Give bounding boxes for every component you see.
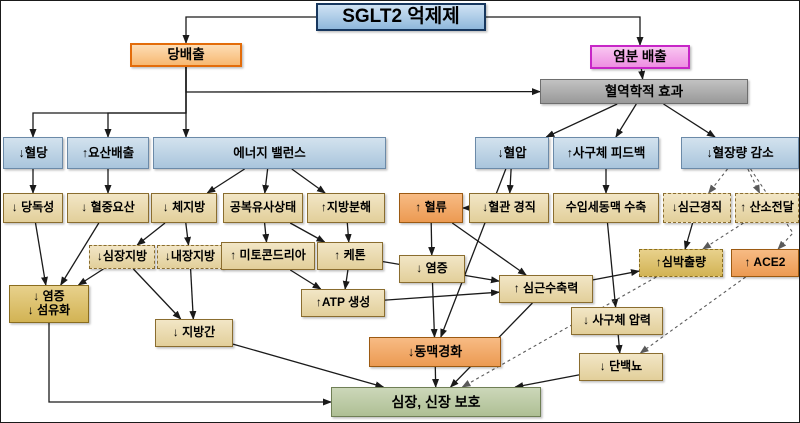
edge-atp-up--contractility-up xyxy=(384,289,500,301)
node-hemodynamic-effect: 혈역학적 효과 xyxy=(540,79,748,104)
edge-fatty-liver-down--heart-kidney-protection xyxy=(232,343,385,389)
edge-sglt2--sodium-excretion xyxy=(486,16,644,46)
edge-inflammation-down--atherosclerosis-down xyxy=(430,282,438,338)
node-myocardial-stiffness-down: ↓심근경직 xyxy=(663,193,731,223)
node-visceral-fat-down: ↓내장지방 xyxy=(157,245,223,269)
node-mitochondria-up: ↑ 미토콘드리아 xyxy=(221,242,315,270)
node-ketone-up: ↑ 케톤 xyxy=(317,242,383,270)
node-atp-up: ↑ATP 생성 xyxy=(301,289,385,317)
edge-body-fat-down--visceral-fat-down xyxy=(184,222,191,246)
node-fasting-like-state: 공복유사상태 xyxy=(223,193,303,223)
edge-blood-flow-up--inflammation-down xyxy=(428,222,436,256)
edge-blood-pressure-down--vascular-stiffness-down xyxy=(506,168,514,194)
edge-glucotoxicity-down--inflammation-fibrosis-down xyxy=(34,222,48,286)
edge-sodium-excretion--hemodynamic-effect xyxy=(638,68,646,80)
edge-energy-balance--fasting-like-state xyxy=(262,168,270,194)
node-afferent-constriction: 수입세동맥 수축 xyxy=(553,193,659,223)
edge-ketone-up--atp-up xyxy=(342,269,350,290)
node-ace2-up: ↑ ACE2 xyxy=(731,249,799,277)
edge-lipolysis-up--ketone-up xyxy=(344,222,352,243)
edge-mitochondria-up--atp-up xyxy=(289,269,322,290)
edge-glucose-excretion--blood-glucose-down xyxy=(29,67,187,138)
node-cardiac-output-up: ↑심박출량 xyxy=(639,249,723,277)
edge-glomerular-pressure-down--proteinuria-down xyxy=(615,334,623,354)
node-blood-glucose-down: ↓혈당 xyxy=(3,137,63,169)
edge-fasting-like-state--mitochondria-up xyxy=(262,222,270,243)
node-proteinuria-down: ↓ 단백뇨 xyxy=(579,353,663,381)
node-oxygen-delivery-up: ↑ 산소전달 xyxy=(735,193,799,223)
node-fatty-liver-down: ↓ 지방간 xyxy=(155,319,233,347)
node-inflammation-fibrosis-down: ↓ 염증 ↓ 섬유화 xyxy=(9,285,89,323)
node-body-fat-down: ↓ 체지방 xyxy=(151,193,217,223)
edge-sglt2--glucose-excretion xyxy=(182,16,316,44)
edge-cardiac-fat-down--inflammation-fibrosis-down xyxy=(77,268,104,286)
edge-contractility-up--cardiac-output-up xyxy=(592,269,640,281)
node-glucose-excretion: 당배출 xyxy=(130,43,242,67)
node-lipolysis-up: ↑지방분해 xyxy=(307,193,385,223)
node-sglt2: SGLT2 억제제 xyxy=(316,3,486,31)
node-heart-kidney-protection: 심장, 신장 보호 xyxy=(331,387,541,417)
node-vascular-stiffness-down: ↓혈관 경직 xyxy=(469,193,549,223)
node-inflammation-down: ↓ 염증 xyxy=(399,255,465,283)
node-blood-flow-up: ↑ 혈류 xyxy=(399,193,463,223)
edge-plasma-volume-down--myocardial-stiffness-down xyxy=(708,168,728,194)
edge-energy-balance--body-fat-down xyxy=(206,168,245,194)
edge-hemodynamic-effect--plasma-volume-down xyxy=(663,103,716,138)
node-glomerular-pressure-down: ↓ 사구체 압력 xyxy=(571,307,663,335)
edge-proteinuria-down--heart-kidney-protection xyxy=(514,374,580,389)
node-contractility-up: ↑ 심근수축력 xyxy=(499,275,593,303)
edge-glucose-excretion--urate-excretion-up xyxy=(104,67,187,138)
edge-afferent-constriction--glomerular-pressure-down xyxy=(606,222,619,308)
edge-fasting-like-state--ketone-up xyxy=(289,222,326,243)
edge-hemodynamic-effect--tubuloglomerular-feedback xyxy=(615,103,637,138)
node-urate-excretion-up: ↑요산배출 xyxy=(67,137,149,169)
node-cardiac-fat-down: ↓심장지방 xyxy=(89,245,155,269)
node-atherosclerosis-down: ↓동맥경화 xyxy=(369,337,501,367)
edge-myocardial-stiffness-down--cardiac-output-up xyxy=(683,222,694,250)
node-sodium-excretion: 염분 배출 xyxy=(590,45,690,69)
node-blood-pressure-down: ↓혈압 xyxy=(475,137,549,169)
node-serum-urate-down: ↓ 혈중요산 xyxy=(67,193,149,223)
edge-hemodynamic-effect--blood-pressure-down xyxy=(545,103,618,138)
node-energy-balance: 에너지 밸런스 xyxy=(153,137,386,169)
edge-plasma-volume-down--oxygen-delivery-up xyxy=(747,168,761,194)
edge-visceral-fat-down--fatty-liver-down xyxy=(189,268,197,320)
edge-oxygen-delivery-up--cardiac-output-up xyxy=(702,222,744,250)
edge-glucose-excretion--hemodynamic-effect xyxy=(185,67,541,96)
edge-cardiac-fat-down--fatty-liver-down xyxy=(132,268,182,320)
node-glucotoxicity-down: ↓ 당독성 xyxy=(3,193,63,223)
edge-body-fat-down--cardiac-fat-down xyxy=(136,222,166,246)
node-tubuloglomerular-feedback: ↑사구체 피드백 xyxy=(553,137,659,169)
node-plasma-volume-down: ↓혈장량 감소 xyxy=(681,137,799,169)
edge-energy-balance--lipolysis-up xyxy=(291,168,326,194)
